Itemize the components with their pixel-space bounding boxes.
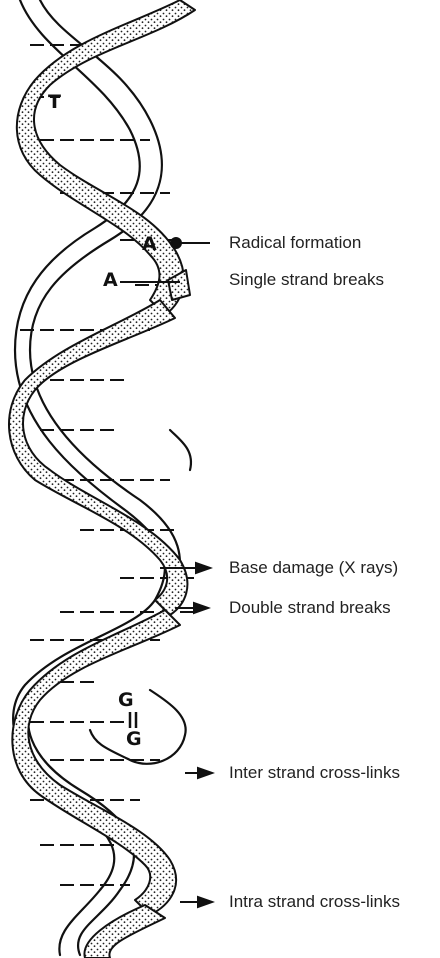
base-t: T [48, 92, 61, 112]
label-inter-strand-crosslinks: Inter strand cross-links [229, 763, 400, 783]
label-double-strand-breaks: Double strand breaks [229, 598, 391, 618]
label-radical-formation: Radical formation [229, 233, 361, 253]
base-a-radical: A [142, 234, 157, 254]
crosslink-bars [130, 712, 136, 728]
label-intra-strand-crosslinks: Intra strand cross-links [229, 892, 400, 912]
base-a-break: A [103, 270, 118, 290]
base-g-upper: G [118, 690, 134, 710]
label-base-damage: Base damage (X rays) [229, 558, 398, 578]
base-g-lower: G [126, 729, 142, 749]
label-single-strand-breaks: Single strand breaks [229, 270, 384, 290]
